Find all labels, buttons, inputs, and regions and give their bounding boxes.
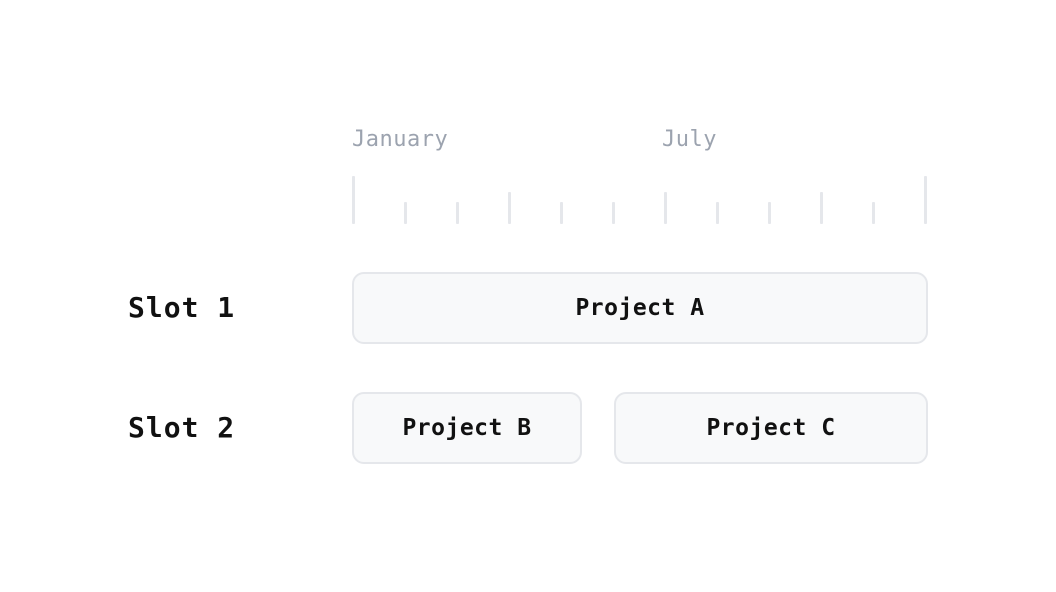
project-bar-a[interactable]: Project A	[352, 272, 928, 344]
project-bar-c[interactable]: Project C	[614, 392, 928, 464]
ruler-tick	[768, 202, 771, 224]
slot-label: Slot 2	[128, 411, 236, 444]
month-label-july: July	[662, 127, 717, 152]
project-bar-b[interactable]: Project B	[352, 392, 582, 464]
month-label-january: January	[352, 127, 449, 152]
ruler-tick-major	[352, 176, 355, 224]
ruler-tick	[664, 192, 667, 224]
ruler-tick	[456, 202, 459, 224]
ruler-tick-major	[924, 176, 927, 224]
ruler-tick	[560, 202, 563, 224]
ruler-tick	[508, 192, 511, 224]
timeline-ruler	[352, 176, 928, 224]
slot-label: Slot 1	[128, 291, 236, 324]
ruler-tick	[872, 202, 875, 224]
ruler-tick	[612, 202, 615, 224]
ruler-tick	[716, 202, 719, 224]
ruler-tick	[820, 192, 823, 224]
ruler-tick	[404, 202, 407, 224]
